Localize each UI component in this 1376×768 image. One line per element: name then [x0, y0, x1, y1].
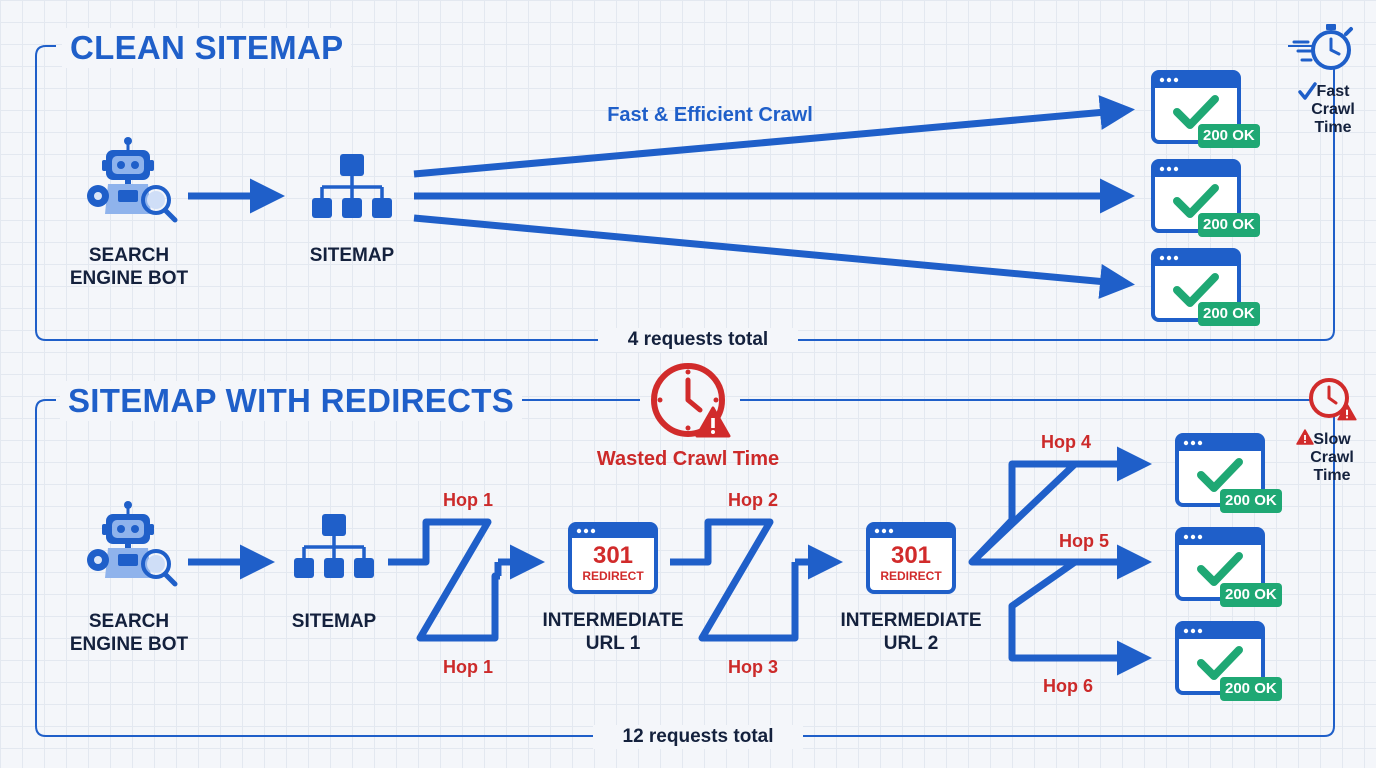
side-label-line-3: Time — [1314, 119, 1352, 136]
checkmark-icon — [1298, 82, 1317, 100]
redirect-word: REDIRECT — [582, 569, 644, 583]
redirect-code: 301 — [890, 542, 932, 569]
hop-label: Hop 1 — [442, 490, 493, 510]
hop-arrow-6 — [972, 558, 1152, 676]
hop-label: Hop 2 — [727, 490, 778, 510]
bot-label: SEARCH ENGINE BOT — [58, 610, 200, 656]
bot-label-line-2: ENGINE BOT — [69, 268, 189, 289]
status-badge: 200 OK — [1198, 124, 1260, 148]
crawl-arrow-1 — [413, 95, 1135, 178]
hop-path-1 — [388, 518, 500, 642]
clean-requests-total: 4 requests total — [598, 328, 798, 352]
crawl-arrow-3 — [413, 214, 1135, 299]
sitemap-icon — [292, 512, 376, 580]
robot-icon — [87, 501, 175, 584]
hop-label: Hop 3 — [727, 657, 778, 677]
redirect-word: REDIRECT — [880, 569, 942, 583]
fast-crawl-time-label: Fast Crawl Time — [1308, 83, 1358, 137]
intermediate-url-label: INTERMEDIATE URL 2 — [836, 609, 986, 655]
intermediate-label-line-1: INTERMEDIATE — [840, 610, 982, 631]
side-label-line-1: Slow — [1313, 431, 1351, 448]
slow-crawl-time-label: Slow Crawl Time — [1310, 431, 1354, 485]
bot-label-line-1: SEARCH — [88, 245, 170, 266]
intermediate-label-line-2: URL 2 — [883, 633, 939, 654]
clean-section-title: CLEAN SITEMAP — [62, 28, 352, 68]
clean-crawl-caption: Fast & Efficient Crawl — [607, 104, 813, 126]
hop-path-2 — [670, 518, 799, 642]
redirect-badge: 301 REDIRECT — [570, 542, 656, 584]
side-label-line-3: Time — [1313, 467, 1351, 484]
status-badge: 200 OK — [1198, 302, 1260, 326]
intermediate-label-line-1: INTERMEDIATE — [542, 610, 684, 631]
clock-warning-icon — [651, 363, 731, 438]
sitemap-icon — [310, 152, 394, 220]
side-label-line-2: Crawl — [1310, 449, 1354, 466]
side-label-line-1: Fast — [1316, 83, 1350, 100]
hop-label: Hop 1 — [442, 657, 493, 677]
redirect-requests-total: 12 requests total — [593, 725, 803, 749]
hop-label: Hop 6 — [1042, 676, 1093, 696]
stopwatch-icon — [1292, 24, 1353, 70]
intermediate-label-line-2: URL 1 — [585, 633, 641, 654]
bot-label-line-2: ENGINE BOT — [69, 634, 189, 655]
intermediate-url-label: INTERMEDIATE URL 1 — [538, 609, 688, 655]
hop-label: Hop 5 — [1058, 531, 1109, 551]
status-badge: 200 OK — [1220, 583, 1282, 607]
status-badge: 200 OK — [1198, 213, 1260, 237]
sitemap-label: SITEMAP — [291, 611, 377, 632]
side-label-line-2: Crawl — [1311, 101, 1355, 118]
clock-warning-icon — [1309, 378, 1357, 421]
sitemap-label: SITEMAP — [309, 245, 395, 266]
redirect-badge: 301 REDIRECT — [868, 542, 954, 584]
bot-label-line-1: SEARCH — [88, 611, 170, 632]
robot-icon — [87, 137, 175, 220]
redirect-code: 301 — [592, 542, 634, 569]
status-badge: 200 OK — [1220, 677, 1282, 701]
hop-label: Hop 4 — [1040, 432, 1091, 452]
wasted-crawl-caption: Wasted Crawl Time — [596, 448, 780, 470]
bot-label: SEARCH ENGINE BOT — [58, 244, 200, 290]
status-badge: 200 OK — [1220, 489, 1282, 513]
redirect-section-title: SITEMAP WITH REDIRECTS — [60, 381, 523, 421]
